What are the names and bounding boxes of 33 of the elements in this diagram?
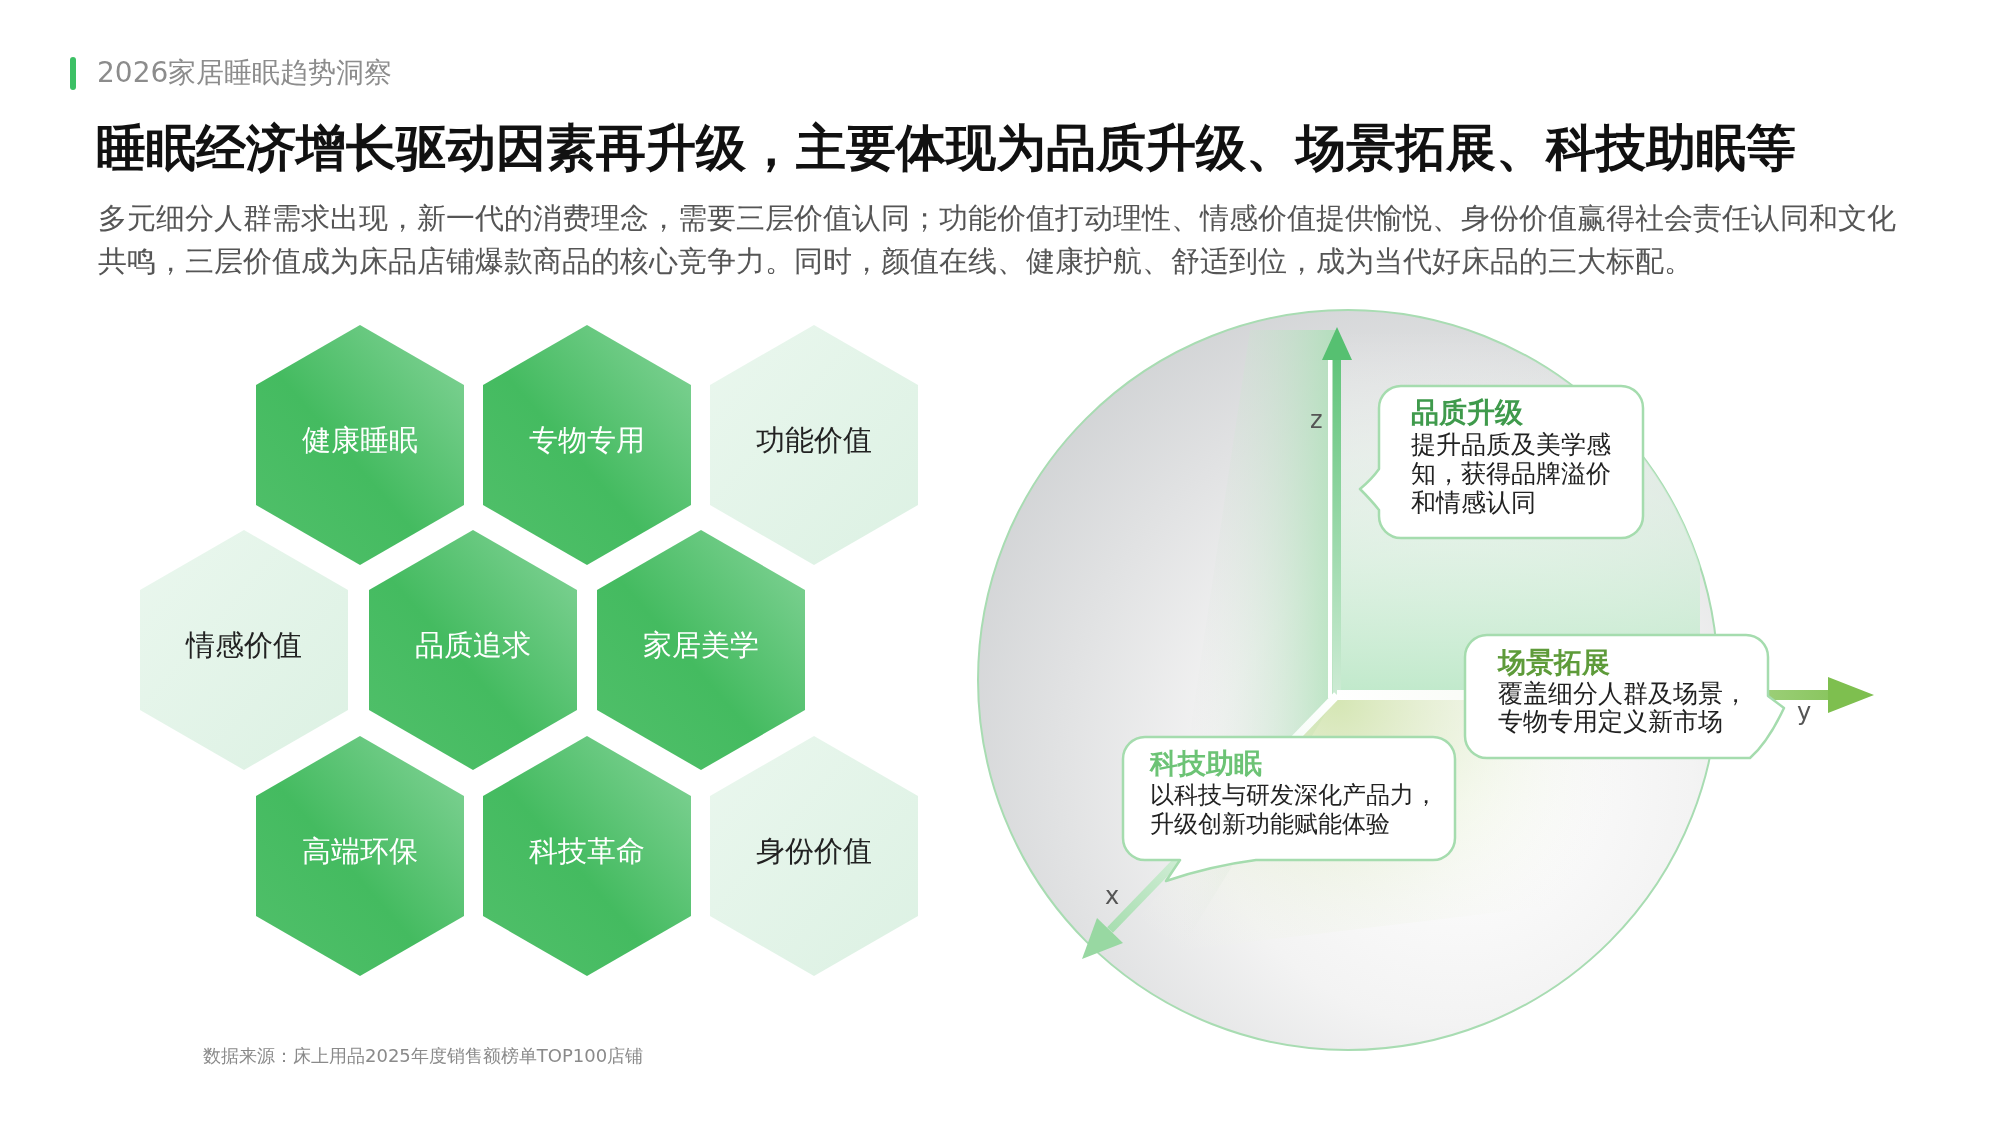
hexagon-tile	[710, 736, 918, 976]
hexagon-tile	[483, 325, 691, 565]
tile-label: 科技革命	[529, 833, 645, 869]
tile-label: 身份价值	[756, 833, 872, 869]
hexagon-tile	[369, 530, 577, 770]
tile-label: 情感价值	[186, 627, 302, 663]
hexagon-tile	[256, 325, 464, 565]
bubble-text: 覆盖细分人群及场景，专物专用定义新市场	[1498, 680, 1749, 736]
speech-bubble	[1120, 734, 1458, 884]
report-name: 2026家居睡眠趋势洞察	[97, 56, 393, 90]
tile-label: 专物专用	[529, 422, 645, 458]
source-note: 数据来源：床上用品2025年度销售额榜单TOP100店铺	[203, 1044, 644, 1068]
axis-label: z	[1310, 405, 1323, 435]
hexagon-tile	[140, 530, 348, 770]
tile-label: 高端环保	[302, 833, 418, 869]
hexagon-tile	[483, 736, 691, 976]
bubble-text: 以科技与研发深化产品力，升级创新功能赋能体验	[1150, 781, 1439, 839]
bubble-heading: 科技助眠	[1150, 747, 1263, 781]
bubble-heading: 场景拓展	[1498, 646, 1611, 680]
tile-label: 家居美学	[643, 627, 759, 663]
tile-label: 功能价值	[756, 422, 872, 458]
bubble-text: 提升品质及美学感知，获得品牌溢价和情感认同	[1411, 430, 1612, 517]
tile-label: 健康睡眠	[302, 422, 418, 458]
hexagon-tile	[256, 736, 464, 976]
bubble-heading: 品质升级	[1411, 396, 1524, 430]
speech-bubble	[1462, 632, 1788, 761]
hexagon-tile	[710, 325, 918, 565]
summary-paragraph: 多元细分人群需求出现，新一代的消费理念，需要三层价值认同；功能价值打动理性、情感价值提供愉悦、身份价值赢得社会责任认同和文化共鸣，三层价值成为床品店铺爆款商品的核心竞争力。同时，颜值在线、健康护航、舒适到位，成为当代好床品的三大标配。	[98, 200, 1897, 280]
page-title: 睡眠经济增长驱动因素再升级，主要体现为品质升级、场景拓展、科技助眠等	[96, 118, 1796, 179]
hexagon-tile	[597, 530, 805, 770]
axis-label: x	[1105, 881, 1120, 911]
tile-label: 品质追求	[415, 627, 531, 663]
axis-label: y	[1797, 697, 1812, 727]
